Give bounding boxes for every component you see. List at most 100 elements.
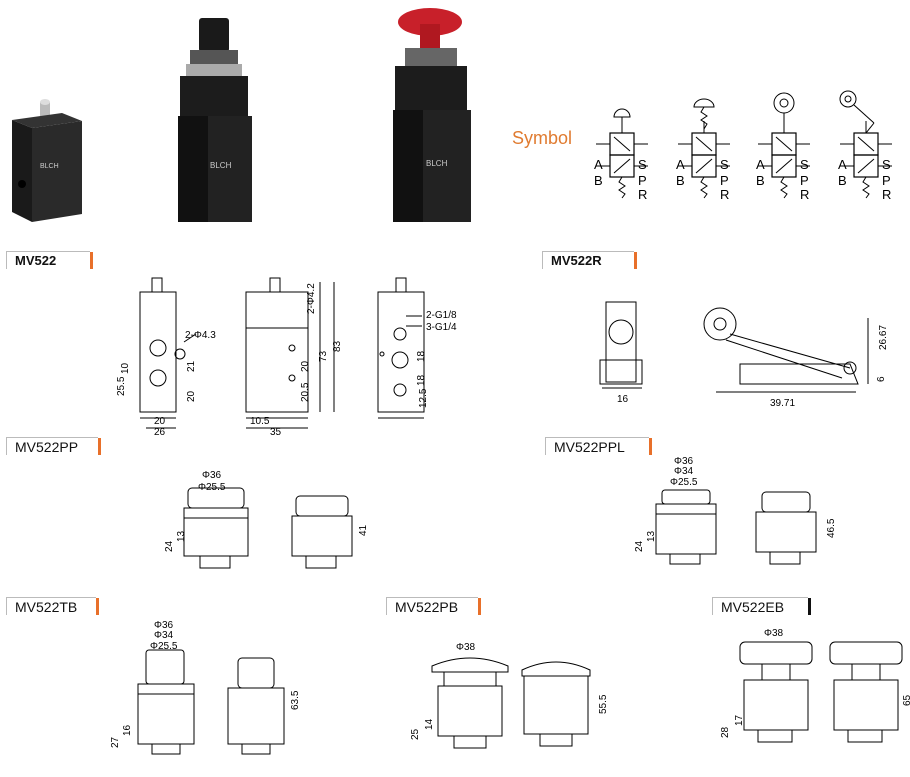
mv522pb-d55-5: 55.5 (598, 694, 609, 714)
mv522-phi42: 2-Φ4.2 (306, 283, 317, 314)
mv522eb-side (829, 641, 903, 743)
port-p-4: P (882, 173, 891, 188)
label-mv522: MV522 (6, 251, 93, 269)
mv522pp-side (291, 495, 353, 569)
mv522-d20a: 20 (186, 390, 197, 402)
mv522pb-d25: 25 (410, 728, 421, 740)
label-mv522pp: MV522PP (6, 437, 101, 455)
label-mv522tb: MV522TB (6, 597, 99, 615)
port-b-2: B (676, 173, 685, 188)
mv522pp-d13: 13 (176, 530, 187, 542)
port-a-4: A (838, 157, 847, 172)
mv522-d20c: 20 (300, 360, 311, 372)
mv522tb-side (227, 657, 285, 755)
port-a-1: A (594, 157, 603, 172)
mv522tb-p36: Φ36 (154, 620, 174, 631)
mv522pb-d14: 14 (424, 718, 435, 730)
mv522-d35: 35 (270, 427, 282, 438)
port-b-1: B (594, 173, 603, 188)
mv522tb-d63-5: 63.5 (290, 690, 301, 710)
mv522-d20-5: 20.5 (300, 382, 311, 402)
mv522pp-drawings: Φ36 Φ25.5 24 13 41 (164, 470, 369, 569)
mv522pp-front (183, 487, 249, 569)
symbol-label: Symbol (512, 128, 573, 148)
mv522-d26: 26 (154, 427, 166, 438)
port-a-2: A (676, 157, 685, 172)
mv522tb-p34: Φ34 (154, 630, 174, 641)
port-s-2: S (720, 157, 729, 172)
mv522-port-view (377, 277, 425, 419)
mv522ppl-front (655, 489, 717, 565)
mv522-g18: 2-G1/8 (426, 310, 457, 321)
port-p-2: P (720, 173, 729, 188)
mv522-hole-dim: 2-Φ4.3 (185, 330, 216, 341)
mv522eb-photo: BLCH (393, 8, 471, 222)
mv522-d73: 73 (318, 350, 329, 362)
mv522-drawings: 2-Φ4.3 10 25.5 21 20 20 26 2-Φ4.2 73 83 … (116, 277, 457, 438)
mv522eb-drawings: Φ38 28 17 65 (720, 628, 910, 743)
mv522ppl-d46-5: 46.5 (826, 518, 837, 538)
mv522pp-d41: 41 (358, 524, 369, 536)
mv522eb-p38: Φ38 (764, 628, 784, 639)
mv522r-front-view (599, 301, 643, 389)
port-s-1: S (638, 157, 647, 172)
mv522eb-front (739, 641, 813, 743)
mv522ppl-p25-5: Φ25.5 (670, 477, 698, 488)
mv522-brand-text: BLCH (40, 163, 59, 170)
mv522pp-photo: BLCH (178, 18, 252, 222)
mv522pb-side (521, 661, 591, 747)
mv522-d10: 10 (120, 362, 131, 374)
port-a-3: A (756, 157, 765, 172)
mv522tb-drawings: Φ36 Φ34 Φ25.5 27 16 63.5 (110, 620, 301, 755)
mv522-d12-5: 12.5 (418, 388, 429, 408)
symbol-roller-lever: A B S P R (838, 90, 893, 202)
port-s-3: S (800, 157, 809, 172)
mv522pp-d24: 24 (164, 540, 175, 552)
mv522eb-d65: 65 (902, 694, 910, 706)
mv522-side-view (245, 277, 335, 429)
label-mv522ppl: MV522PPL (545, 437, 652, 455)
mv522pp-p25-5: Φ25.5 (198, 482, 226, 493)
mv522pb-front (431, 657, 509, 749)
mv522-front-view (139, 277, 197, 429)
port-r-1: R (638, 187, 647, 202)
mv522tb-d16: 16 (122, 724, 133, 736)
port-p-3: P (800, 173, 809, 188)
mv522ppl-drawings: Φ36 Φ34 Φ25.5 24 13 46.5 (634, 456, 837, 565)
port-b-4: B (838, 173, 847, 188)
port-r-3: R (800, 187, 809, 202)
mv522ppl-p36: Φ36 (674, 456, 694, 467)
mv522pp-p36: Φ36 (202, 470, 222, 481)
mv522pb-p38: Φ38 (456, 642, 476, 653)
mv522ppl-p34: Φ34 (674, 466, 694, 477)
symbol-push: A B S P R (594, 108, 649, 202)
mv522pp-brand-text: BLCH (210, 161, 232, 170)
mv522r-side-view (703, 307, 869, 393)
pneumatic-symbols: A B S P R A B S P R A B S P R A B S P (594, 90, 893, 202)
port-r-4: R (882, 187, 891, 202)
product-photos: BLCH BLCH BLCH (12, 8, 471, 222)
mv522-photo: BLCH (12, 99, 82, 222)
mv522-d18a: 18 (416, 350, 427, 362)
label-mv522pb: MV522PB (386, 597, 481, 615)
mv522tb-d27: 27 (110, 736, 121, 748)
mv522eb-brand-text: BLCH (426, 159, 448, 168)
symbol-roller: A B S P R (756, 92, 811, 202)
mv522-g14: 3-G1/4 (426, 322, 457, 333)
mv522ppl-side (755, 491, 817, 565)
mv522-d83: 83 (332, 340, 343, 352)
mv522pb-drawings: Φ38 25 14 55.5 (410, 642, 609, 749)
mv522-d20b: 20 (154, 416, 166, 427)
label-mv522r: MV522R (542, 251, 637, 269)
mv522tb-front (137, 649, 195, 755)
mv522eb-d28: 28 (720, 726, 731, 738)
label-mv522eb: MV522EB (712, 597, 811, 615)
mv522r-d26-67: 26.67 (878, 325, 889, 350)
port-p-1: P (638, 173, 647, 188)
mv522r-d6: 6 (876, 376, 887, 382)
mv522-d21: 21 (186, 360, 197, 372)
mv522-d25-5: 25.5 (116, 376, 127, 396)
mv522r-d39-71: 39.71 (770, 398, 795, 409)
mv522ppl-d24: 24 (634, 540, 645, 552)
mv522r-d16: 16 (617, 394, 629, 405)
